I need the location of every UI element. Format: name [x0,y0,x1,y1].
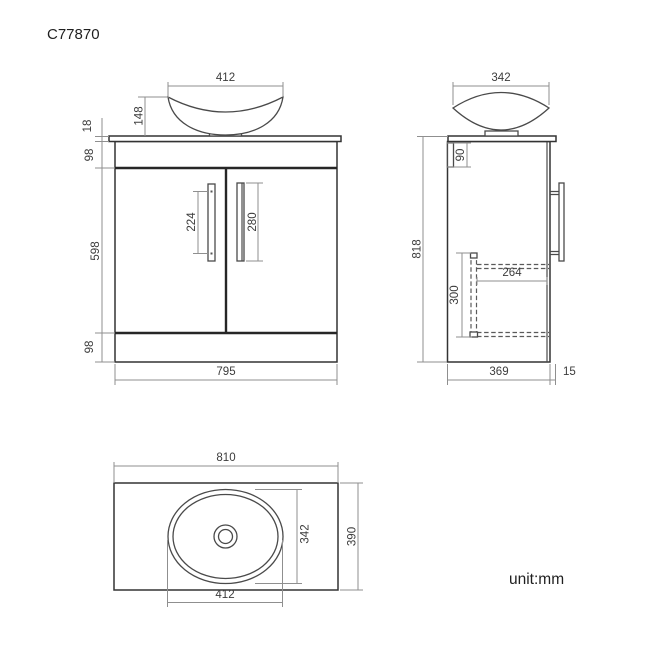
dim-label: 795 [216,366,235,378]
dim-label-plinth: 98 [84,341,96,354]
dim-label: 224 [186,212,198,232]
dim-top-basin-depth: 342 [255,489,312,584]
dim-top-basin-width: 412 [167,540,283,607]
dim-label-door-height: 598 [90,241,102,260]
side-handle-bar [558,182,565,262]
dim-label: 342 [491,72,510,84]
dim-label: 412 [215,589,234,601]
dim-label-top-rail: 98 [84,149,96,162]
dim-front-left-column: 18 98 598 98 [82,118,115,363]
dim-side-shelf-height: 300 [449,252,472,338]
side-handle-stems [550,190,559,256]
dim-label: 390 [347,527,359,546]
dim-label: 810 [216,452,235,464]
dim-front-basin-width: 412 [167,72,284,97]
dim-front-right-handle: 280 [246,182,263,262]
dim-label: 342 [300,524,312,543]
dim-label-cabinet-depth: 369 [489,366,508,378]
front-right-handle [236,182,245,262]
front-door-edges [115,166,337,335]
dim-label: 300 [449,285,461,304]
dim-side-basin-depth: 342 [452,72,550,105]
dim-front-basin-height: 148 [134,96,169,136]
side-basin-pedestal [484,130,519,137]
front-view: 412 148 18 98 598 98 224 280 795 [82,72,342,385]
front-left-handle [207,183,216,262]
unit-note: unit:mm [509,571,564,588]
dim-label: 280 [247,212,259,231]
dim-side-shelf-depth: 264 [476,267,548,285]
dim-side-depth: 369 15 [447,364,576,385]
front-vessel-basin [167,95,284,136]
dim-label: 264 [502,267,522,279]
dim-top-depth: 390 [340,482,363,591]
dim-side-total-height: 818 [412,136,448,363]
dim-front-left-handle: 224 [186,191,208,254]
shelf-support-foot [469,331,479,338]
side-internal-shelf [469,252,549,338]
side-view: 342 90 818 264 300 369 15 [412,72,576,385]
front-countertop [108,135,342,143]
top-view: 810 342 390 412 [113,452,363,607]
side-top-rail [446,142,455,168]
dim-label-overhang: 15 [563,366,576,378]
side-countertop [447,135,557,143]
dim-label: 90 [455,149,467,162]
left-handle-screw-top [210,190,213,193]
side-cabinet-outline [446,140,551,363]
dim-label: 818 [412,239,424,258]
dim-label: 412 [216,72,235,84]
left-handle-screw-bottom [210,252,213,255]
shelf-support-top [469,252,478,259]
product-code: C77870 [47,26,100,43]
dim-label-countertop-thickness: 18 [82,120,94,133]
side-vessel-basin [451,91,551,131]
dim-top-width: 810 [113,452,339,483]
dim-front-width: 795 [114,364,338,385]
dim-side-rail: 90 [447,142,471,168]
top-drain-inner [217,528,234,545]
dim-label: 148 [134,106,146,125]
